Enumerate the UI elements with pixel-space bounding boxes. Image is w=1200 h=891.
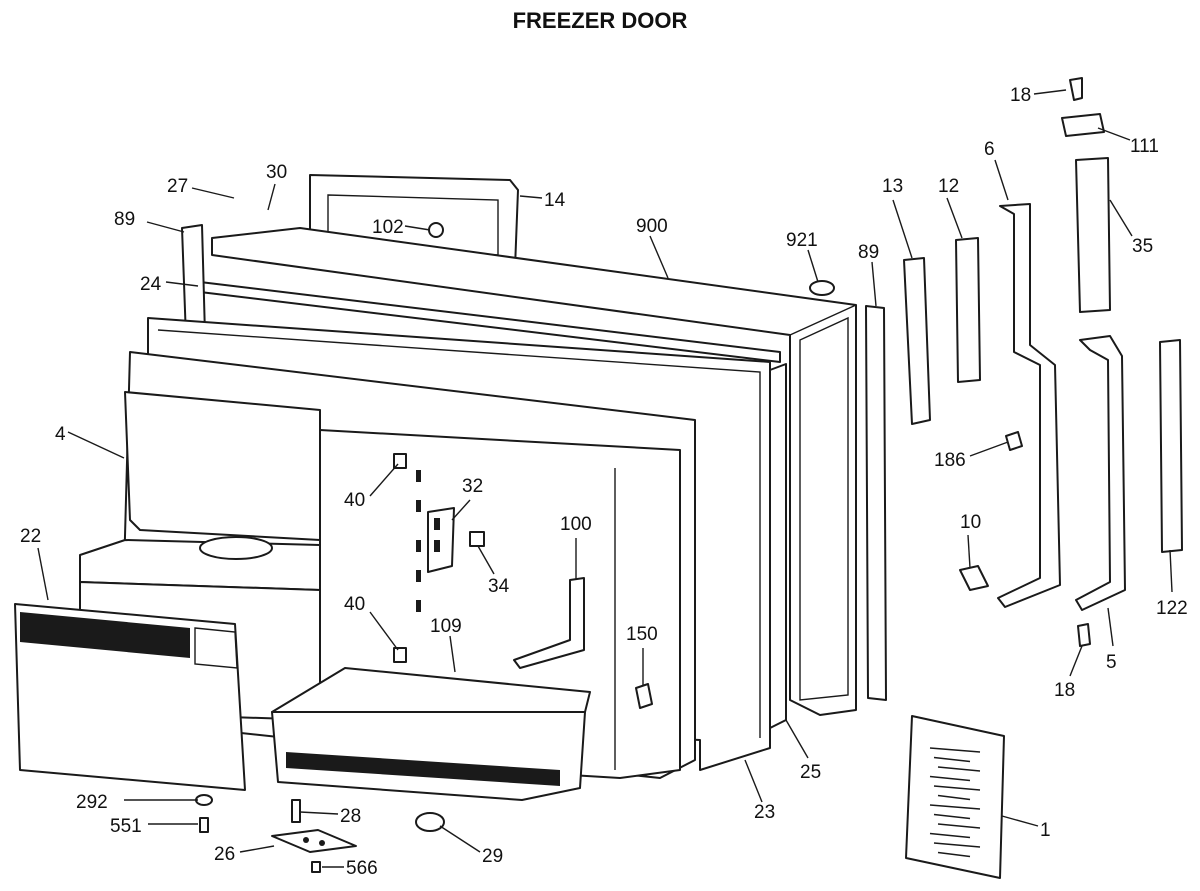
callout-150: 150	[626, 624, 658, 645]
booklet-text-line	[929, 804, 981, 810]
callout-40-lower: 40	[344, 594, 365, 615]
callout-24: 24	[140, 274, 162, 295]
part-900-door-shell	[211, 227, 857, 716]
part-5-hinge	[1075, 335, 1126, 611]
callout-1: 1	[1040, 820, 1051, 841]
callout-23: 23	[754, 802, 775, 823]
callout-921: 921	[786, 230, 818, 251]
callout-109: 109	[430, 616, 462, 637]
part-1-booklet	[905, 715, 1005, 879]
booklet-text-line	[933, 785, 981, 791]
part-89-right-strip	[865, 305, 887, 701]
callout-186: 186	[934, 450, 966, 471]
part-22-grille	[14, 603, 246, 791]
part-18-screw-lower	[1077, 623, 1091, 647]
part-150-screw	[635, 683, 653, 709]
part-32-rail	[416, 470, 455, 612]
callout-40-upper: 40	[344, 490, 365, 511]
callout-122: 122	[1156, 598, 1188, 619]
callout-5: 5	[1106, 652, 1117, 673]
callout-102: 102	[372, 217, 404, 238]
part-35-channel	[1075, 157, 1111, 313]
callout-labels: 18 111 6 35 13 12 27 30 14 89 102 900 92…	[20, 85, 1188, 879]
callout-18-lower: 18	[1054, 680, 1075, 701]
part-109-bin	[271, 667, 591, 801]
callout-34: 34	[488, 576, 510, 597]
part-6-hinge	[997, 203, 1061, 608]
callout-28: 28	[340, 806, 361, 827]
part-18-screw-top	[1069, 77, 1083, 101]
booklet-text-line	[937, 766, 981, 772]
diagram-title: FREEZER DOOR	[513, 8, 688, 33]
part-25-side-strip	[769, 363, 787, 729]
callout-566: 566	[346, 858, 378, 879]
booklet-text-line	[933, 842, 981, 848]
part-566-screw	[311, 861, 321, 873]
callout-900: 900	[636, 216, 668, 237]
callout-32: 32	[462, 476, 483, 497]
callout-26: 26	[214, 844, 235, 865]
callout-30: 30	[266, 162, 287, 183]
booklet-text-line	[929, 775, 971, 782]
part-26-plate	[271, 829, 357, 853]
callout-27: 27	[167, 176, 188, 197]
callout-10: 10	[960, 512, 981, 533]
callout-4: 4	[55, 424, 66, 445]
booklet-text-line	[933, 756, 971, 763]
callout-12: 12	[938, 176, 959, 197]
part-186-screw	[1005, 431, 1023, 451]
callout-22: 22	[20, 526, 41, 547]
part-40-clip-lower	[393, 647, 407, 663]
booklet-text-line	[929, 832, 971, 839]
callout-6: 6	[984, 139, 995, 160]
callout-89-right: 89	[858, 242, 879, 263]
part-29-plug	[415, 812, 445, 832]
booklet-text-line	[937, 823, 981, 829]
part-34-stop	[469, 531, 485, 547]
part-13-bracket	[903, 257, 931, 425]
part-122-strip	[1159, 339, 1183, 553]
part-10-clip	[959, 565, 989, 591]
part-111-cap	[1061, 113, 1105, 137]
part-100-bracket	[513, 577, 585, 669]
callout-35: 35	[1132, 236, 1153, 257]
callout-14: 14	[544, 190, 566, 211]
part-12-bracket	[955, 237, 981, 383]
booklet-text-line	[933, 813, 971, 820]
callout-89-left: 89	[114, 209, 135, 230]
callout-18-top: 18	[1010, 85, 1031, 106]
callout-13: 13	[882, 176, 903, 197]
callout-111: 111	[1130, 136, 1159, 157]
callout-29: 29	[482, 846, 503, 867]
callout-292: 292	[76, 792, 108, 813]
callout-25: 25	[800, 762, 821, 783]
part-28-pin	[291, 799, 301, 823]
booklet-text-line	[937, 851, 971, 858]
part-292-plug	[195, 794, 213, 806]
callout-100: 100	[560, 514, 592, 535]
callout-551: 551	[110, 816, 142, 837]
booklet-text-line	[929, 747, 981, 753]
leader-lines	[37, 89, 1173, 868]
booklet-text-line	[937, 794, 971, 801]
part-551-screw	[199, 817, 209, 833]
